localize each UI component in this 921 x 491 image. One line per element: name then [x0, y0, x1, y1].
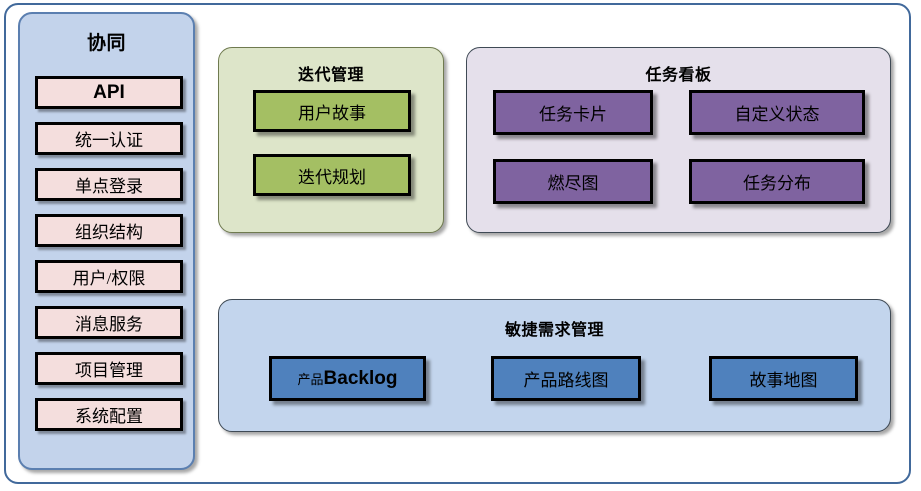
panel-iteration-management[interactable]: 迭代管理 用户故事 迭代规划: [218, 47, 444, 233]
sidebar-item-api[interactable]: API: [35, 76, 183, 109]
panel-task-board[interactable]: 任务看板 任务卡片 自定义状态 燃尽图 任务分布: [466, 47, 891, 233]
panel-collaboration[interactable]: 协同 API 统一认证 单点登录 组织结构 用户/权限 消息服务 项目管理 系统…: [18, 12, 195, 470]
sidebar-item-message-service[interactable]: 消息服务: [35, 306, 183, 339]
product-backlog-label-cn: 产品: [297, 371, 324, 387]
iteration-box-iteration-planning[interactable]: 迭代规划: [253, 154, 411, 196]
sidebar-item-org-structure[interactable]: 组织结构: [35, 214, 183, 247]
taskboard-box-custom-status[interactable]: 自定义状态: [689, 90, 865, 135]
sidebar-item-project-mgmt[interactable]: 项目管理: [35, 352, 183, 385]
sidebar-item-user-permission[interactable]: 用户/权限: [35, 260, 183, 293]
panel-title-agile-requirements: 敏捷需求管理: [504, 322, 604, 339]
iteration-box-user-story[interactable]: 用户故事: [253, 90, 411, 132]
agile-box-product-roadmap[interactable]: 产品路线图: [491, 356, 641, 401]
panel-title-collaboration: 协同: [86, 33, 126, 54]
panel-title-task-board: 任务看板: [645, 67, 712, 84]
sidebar-item-unified-auth[interactable]: 统一认证: [35, 122, 183, 155]
sidebar-item-system-config[interactable]: 系统配置: [35, 398, 183, 431]
taskboard-box-task-card[interactable]: 任务卡片: [493, 90, 653, 135]
sidebar-item-sso[interactable]: 单点登录: [35, 168, 183, 201]
product-backlog-label-en: Backlog: [323, 367, 398, 389]
outer-frame: [4, 3, 911, 484]
taskboard-box-task-distribution[interactable]: 任务分布: [689, 159, 865, 204]
taskboard-box-burndown-chart[interactable]: 燃尽图: [493, 159, 653, 204]
agile-box-story-map[interactable]: 故事地图: [709, 356, 858, 401]
panel-title-iteration-management: 迭代管理: [297, 67, 364, 84]
